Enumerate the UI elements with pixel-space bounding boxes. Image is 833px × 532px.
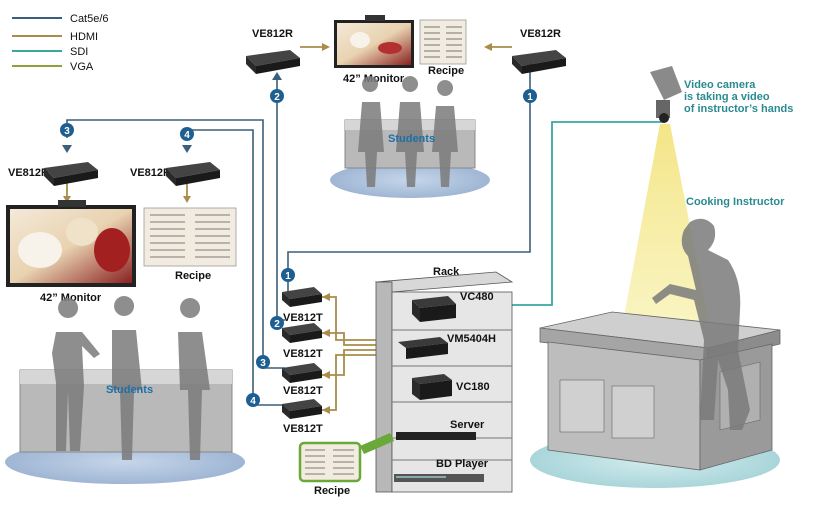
- instructor-silhouette: [652, 218, 750, 430]
- receiver-left-2-label: VE812R: [130, 167, 171, 179]
- recipe-left-label: Recipe: [175, 270, 211, 282]
- kitchen-counter: [539, 311, 781, 471]
- monitor-camera-icon: [365, 15, 385, 21]
- monitor-left: 42” Monitor: [6, 200, 136, 304]
- receiver-left-1-label: VE812R: [8, 167, 49, 179]
- transmitter-4-label: VE812T: [283, 423, 323, 435]
- rack-label: Rack: [433, 266, 460, 278]
- legend-label-hdmi: HDMI: [70, 31, 98, 43]
- channel-4-top-label: 4: [184, 130, 190, 141]
- student-silhouette: [358, 76, 384, 187]
- receiver-top-left-label: VE812R: [252, 28, 293, 40]
- device-vc180: VC180: [412, 374, 490, 400]
- channel-4-bottom: 4: [246, 393, 260, 407]
- transmitter-2-label: VE812T: [283, 348, 323, 360]
- monitor-left-camera-icon: [58, 200, 86, 207]
- legend-label-sdi: SDI: [70, 46, 88, 58]
- receiver-top-left: VE812R: [246, 28, 300, 74]
- students-top-label: Students: [388, 133, 435, 145]
- camera-caption: Video camera is taking a video of instru…: [684, 79, 793, 115]
- recipe-top-label: Recipe: [428, 65, 464, 77]
- food-image: [350, 32, 370, 48]
- channel-3-bottom: 3: [256, 355, 270, 369]
- camera: [650, 66, 682, 123]
- student-silhouette: [396, 76, 424, 187]
- device-server: Server: [396, 419, 485, 440]
- receiver-top-right: VE812R: [512, 28, 566, 74]
- channel-3-bottom-label: 3: [260, 358, 266, 369]
- channel-3-top: 3: [60, 123, 74, 137]
- camera-caption-line3: of instructor’s hands: [684, 103, 793, 115]
- camera-caption-line2: is taking a video: [684, 91, 770, 103]
- camera-caption-line1: Video camera: [684, 79, 756, 91]
- device-vc480: VC480: [412, 291, 494, 322]
- channel-2-bottom: 2: [270, 316, 284, 330]
- student-silhouette: [178, 298, 210, 460]
- channel-4-bottom-label: 4: [250, 396, 256, 407]
- camera-lens-icon: [659, 113, 669, 123]
- transmitter-2: VE812T: [282, 323, 323, 360]
- legend-item-hdmi: HDMI: [12, 31, 98, 43]
- receiver-left-2: VE812R: [130, 162, 220, 186]
- device-bd-player: BD Player: [394, 458, 489, 482]
- receiver-left-1: VE812R: [8, 162, 98, 186]
- channel-markers: 1 2 3 4 1 2 3 4: [60, 89, 537, 407]
- channel-1-bottom-label: 1: [285, 271, 291, 282]
- channel-2-bottom-label: 2: [274, 319, 280, 330]
- recipe-top: Recipe: [419, 19, 467, 77]
- transmitter-1: VE812T: [282, 287, 323, 324]
- recipe-bottom: Recipe: [298, 433, 394, 497]
- student-silhouette: [112, 296, 142, 460]
- instructor-label: Cooking Instructor: [686, 196, 785, 208]
- bd-player-label: BD Player: [436, 458, 489, 470]
- recipe-bottom-label: Recipe: [314, 485, 350, 497]
- channel-1-top: 1: [523, 89, 537, 103]
- server-label: Server: [450, 419, 485, 431]
- student-silhouette: [432, 80, 458, 187]
- camera-beam: [620, 124, 712, 338]
- legend-item-sdi: SDI: [12, 46, 88, 58]
- channel-3-top-label: 3: [64, 126, 70, 137]
- legend-item-vga: VGA: [12, 61, 94, 73]
- channel-2-top-label: 2: [274, 92, 280, 103]
- rack: Rack VC480 VM5404H VC180: [374, 266, 514, 493]
- students-left-group: Students: [19, 296, 233, 460]
- receiver-top-right-label: VE812R: [520, 28, 561, 40]
- student-silhouette: [52, 298, 100, 451]
- transmitter-1-label: VE812T: [283, 312, 323, 324]
- vc180-label: VC180: [456, 381, 490, 393]
- channel-1-bottom: 1: [281, 268, 295, 282]
- channel-2-top: 2: [270, 89, 284, 103]
- vc480-label: VC480: [460, 291, 494, 303]
- vm5404h-label: VM5404H: [447, 333, 496, 345]
- channel-1-top-label: 1: [527, 92, 533, 103]
- transmitter-3-label: VE812T: [283, 385, 323, 397]
- monitor-left-label: 42” Monitor: [40, 292, 102, 304]
- students-top-group: Students: [344, 76, 476, 187]
- legend-label-cat5e: Cat5e/6: [70, 13, 109, 25]
- hdmi-arrows: [63, 43, 492, 414]
- monitor-top: 42” Monitor: [334, 15, 414, 85]
- legend-item-cat5e: Cat5e/6: [12, 13, 109, 25]
- transmitter-3: VE812T: [282, 363, 323, 397]
- legend: Cat5e/6 HDMI SDI VGA: [12, 13, 109, 73]
- channel-4-top: 4: [180, 127, 194, 141]
- students-left-label: Students: [106, 384, 153, 396]
- device-vm5404h: VM5404H: [398, 333, 496, 359]
- legend-label-vga: VGA: [70, 61, 94, 73]
- transmitter-4: VE812T: [282, 399, 323, 435]
- recipe-left: Recipe: [143, 207, 237, 282]
